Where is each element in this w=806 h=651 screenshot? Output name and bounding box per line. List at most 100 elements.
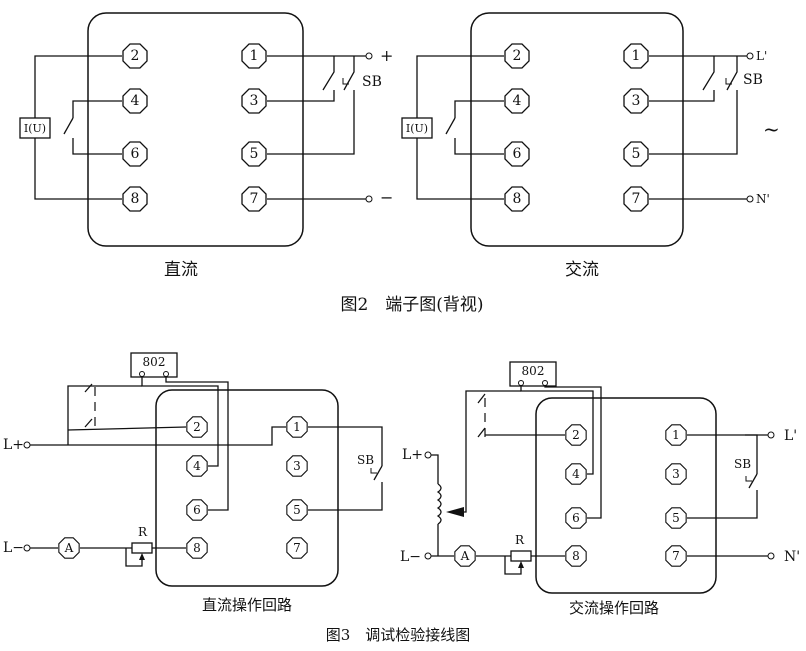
fig3-dc-sb-wiring: SB [308,426,383,511]
fig3-dc-terminal-1: 1 [286,416,308,438]
fig2-ac-coil-label: I(U) [406,122,428,135]
fig2-ac-terminal-2: 2 [504,43,530,69]
fig3-dc-terminal-3: 3 [286,455,308,477]
fig2-ac-coil-wiring: I(U) [401,55,504,200]
fig2-dc-terminal-2: 2 [122,43,148,69]
fig3-ac-panel: 2 4 6 8 1 3 5 7 802 [400,361,800,617]
fig3-ac-lplus: L+ [402,447,423,463]
fig2-dc-terminal-6: 6 [122,141,148,167]
svg-text:8: 8 [131,191,140,207]
fig3-ac-802-device: 802 [509,361,557,387]
fig2-dc-coil-label: I(U) [24,122,46,135]
fig3-ac-variac: L+ [402,398,467,556]
fig3-ac-terminal-2: 2 [565,424,587,446]
fig2-dc-supply-wiring: + − SB [267,46,393,207]
fig2-dc-plus: + [380,46,393,65]
fig3-dc-802-device: 802 [130,352,178,378]
fig2-dc-minus: − [380,188,393,207]
svg-text:7: 7 [672,549,680,563]
fig3-ac-terminal-4: 4 [565,463,587,485]
fig2-dc-terminal-5: 5 [241,141,267,167]
fig2-dc-sb-label: SB [362,74,382,90]
fig3-ac-lminus-wiring: A R L− [400,533,565,575]
fig3-ac-label: 交流操作回路 [569,599,659,617]
svg-text:1: 1 [672,428,680,442]
svg-text:3: 3 [672,467,680,481]
fig3-dc-relay-body [155,389,339,587]
svg-text:4: 4 [513,93,522,109]
fig2-ac-terminal-5: 5 [623,141,649,167]
fig3-ac-ammeter: A [460,549,470,563]
fig3-dc-r-label: R [138,525,148,539]
fig2-ac-terminal-8: 8 [504,186,530,212]
fig2-ac-terminal-6: 6 [504,141,530,167]
svg-text:3: 3 [293,459,301,473]
fig2-ac-terminal-4: 4 [504,88,530,114]
fig2-caption: 图2 端子图(背视) [340,295,483,315]
fig3-dc-sb-label: SB [357,453,374,467]
svg-text:3: 3 [250,93,259,109]
fig2-ac-tilde: ~ [763,117,780,141]
fig3-caption: 图3 调试检验接线图 [326,626,471,644]
svg-text:2: 2 [513,48,522,64]
fig3-ac-sb-label: SB [734,457,751,471]
fig3-ac-neutral: N' [784,549,800,565]
fig3-dc-terminal-6: 6 [186,499,208,521]
fig2-ac-sb-label: SB [743,72,763,88]
svg-text:8: 8 [193,541,201,555]
fig3-dc-lminus: L− [3,540,24,556]
svg-text:7: 7 [293,541,301,555]
fig3-ac-terminal-8: 8 [565,545,587,567]
fig2-dc-terminal-3: 3 [241,88,267,114]
fig3-ac-line: L' [784,428,797,444]
svg-text:6: 6 [572,511,580,525]
fig3-dc-terminal-4: 4 [186,455,208,477]
fig3-dc-ammeter: A [64,541,74,555]
fig3-dc-terminal-5: 5 [286,499,308,521]
svg-text:6: 6 [193,503,201,517]
fig2-dc-terminal-4: 4 [122,88,148,114]
fig2-dc-terminal-1: 1 [241,43,267,69]
svg-text:5: 5 [293,503,301,517]
fig3-ac-terminal-7: 7 [665,545,687,567]
svg-text:802: 802 [143,355,166,369]
fig2-ac-panel: 2 4 6 8 1 3 5 7 I(U) L' [401,12,780,280]
fig3-dc-label: 直流操作回路 [202,596,292,614]
svg-text:1: 1 [293,420,301,434]
fig2-dc-terminal-7: 7 [241,186,267,212]
svg-text:6: 6 [131,146,140,162]
fig3-dc-lplus: L+ [3,437,24,453]
fig3-dc-panel: 2 4 6 8 1 3 5 7 802 L+ [3,352,383,614]
fig2-ac-contact-4-6 [445,100,504,155]
svg-text:5: 5 [250,146,259,162]
fig2-dc-terminal-8: 8 [122,186,148,212]
fig3-dc-lplus-wiring: L+ [3,426,286,453]
fig2-dc-panel: 2 4 6 8 1 3 5 7 I(U) [19,12,393,280]
fig2-ac-label: 交流 [565,260,599,280]
fig2-dc-contact-4-6 [63,100,122,155]
fig3-dc-lminus-wiring: A R L− [3,525,186,567]
svg-text:1: 1 [250,48,259,64]
svg-text:3: 3 [632,93,641,109]
svg-text:4: 4 [572,467,580,481]
fig3-dc-terminal-2: 2 [186,416,208,438]
svg-text:5: 5 [632,146,641,162]
fig3-ac-terminal-3: 3 [665,463,687,485]
svg-text:4: 4 [131,93,140,109]
svg-text:8: 8 [572,549,580,563]
fig3-ac-terminal-1: 1 [665,424,687,446]
fig2-dc-label: 直流 [164,260,198,280]
fig2-ac-terminal-1: 1 [623,43,649,69]
fig3-ac-r-label: R [515,533,525,547]
fig2-ac-line: L' [756,49,767,63]
fig3-ac-lminus: L− [400,549,421,565]
fig2-ac-relay-body [470,12,684,247]
fig3-ac-802-wiring [465,385,602,519]
svg-text:802: 802 [522,364,545,378]
fig2-ac-terminal-3: 3 [623,88,649,114]
svg-text:7: 7 [632,191,641,207]
fig2-ac-neutral: N' [756,192,770,206]
fig3-ac-terminal-6: 6 [565,507,587,529]
fig3-ac-terminal-5: 5 [665,507,687,529]
